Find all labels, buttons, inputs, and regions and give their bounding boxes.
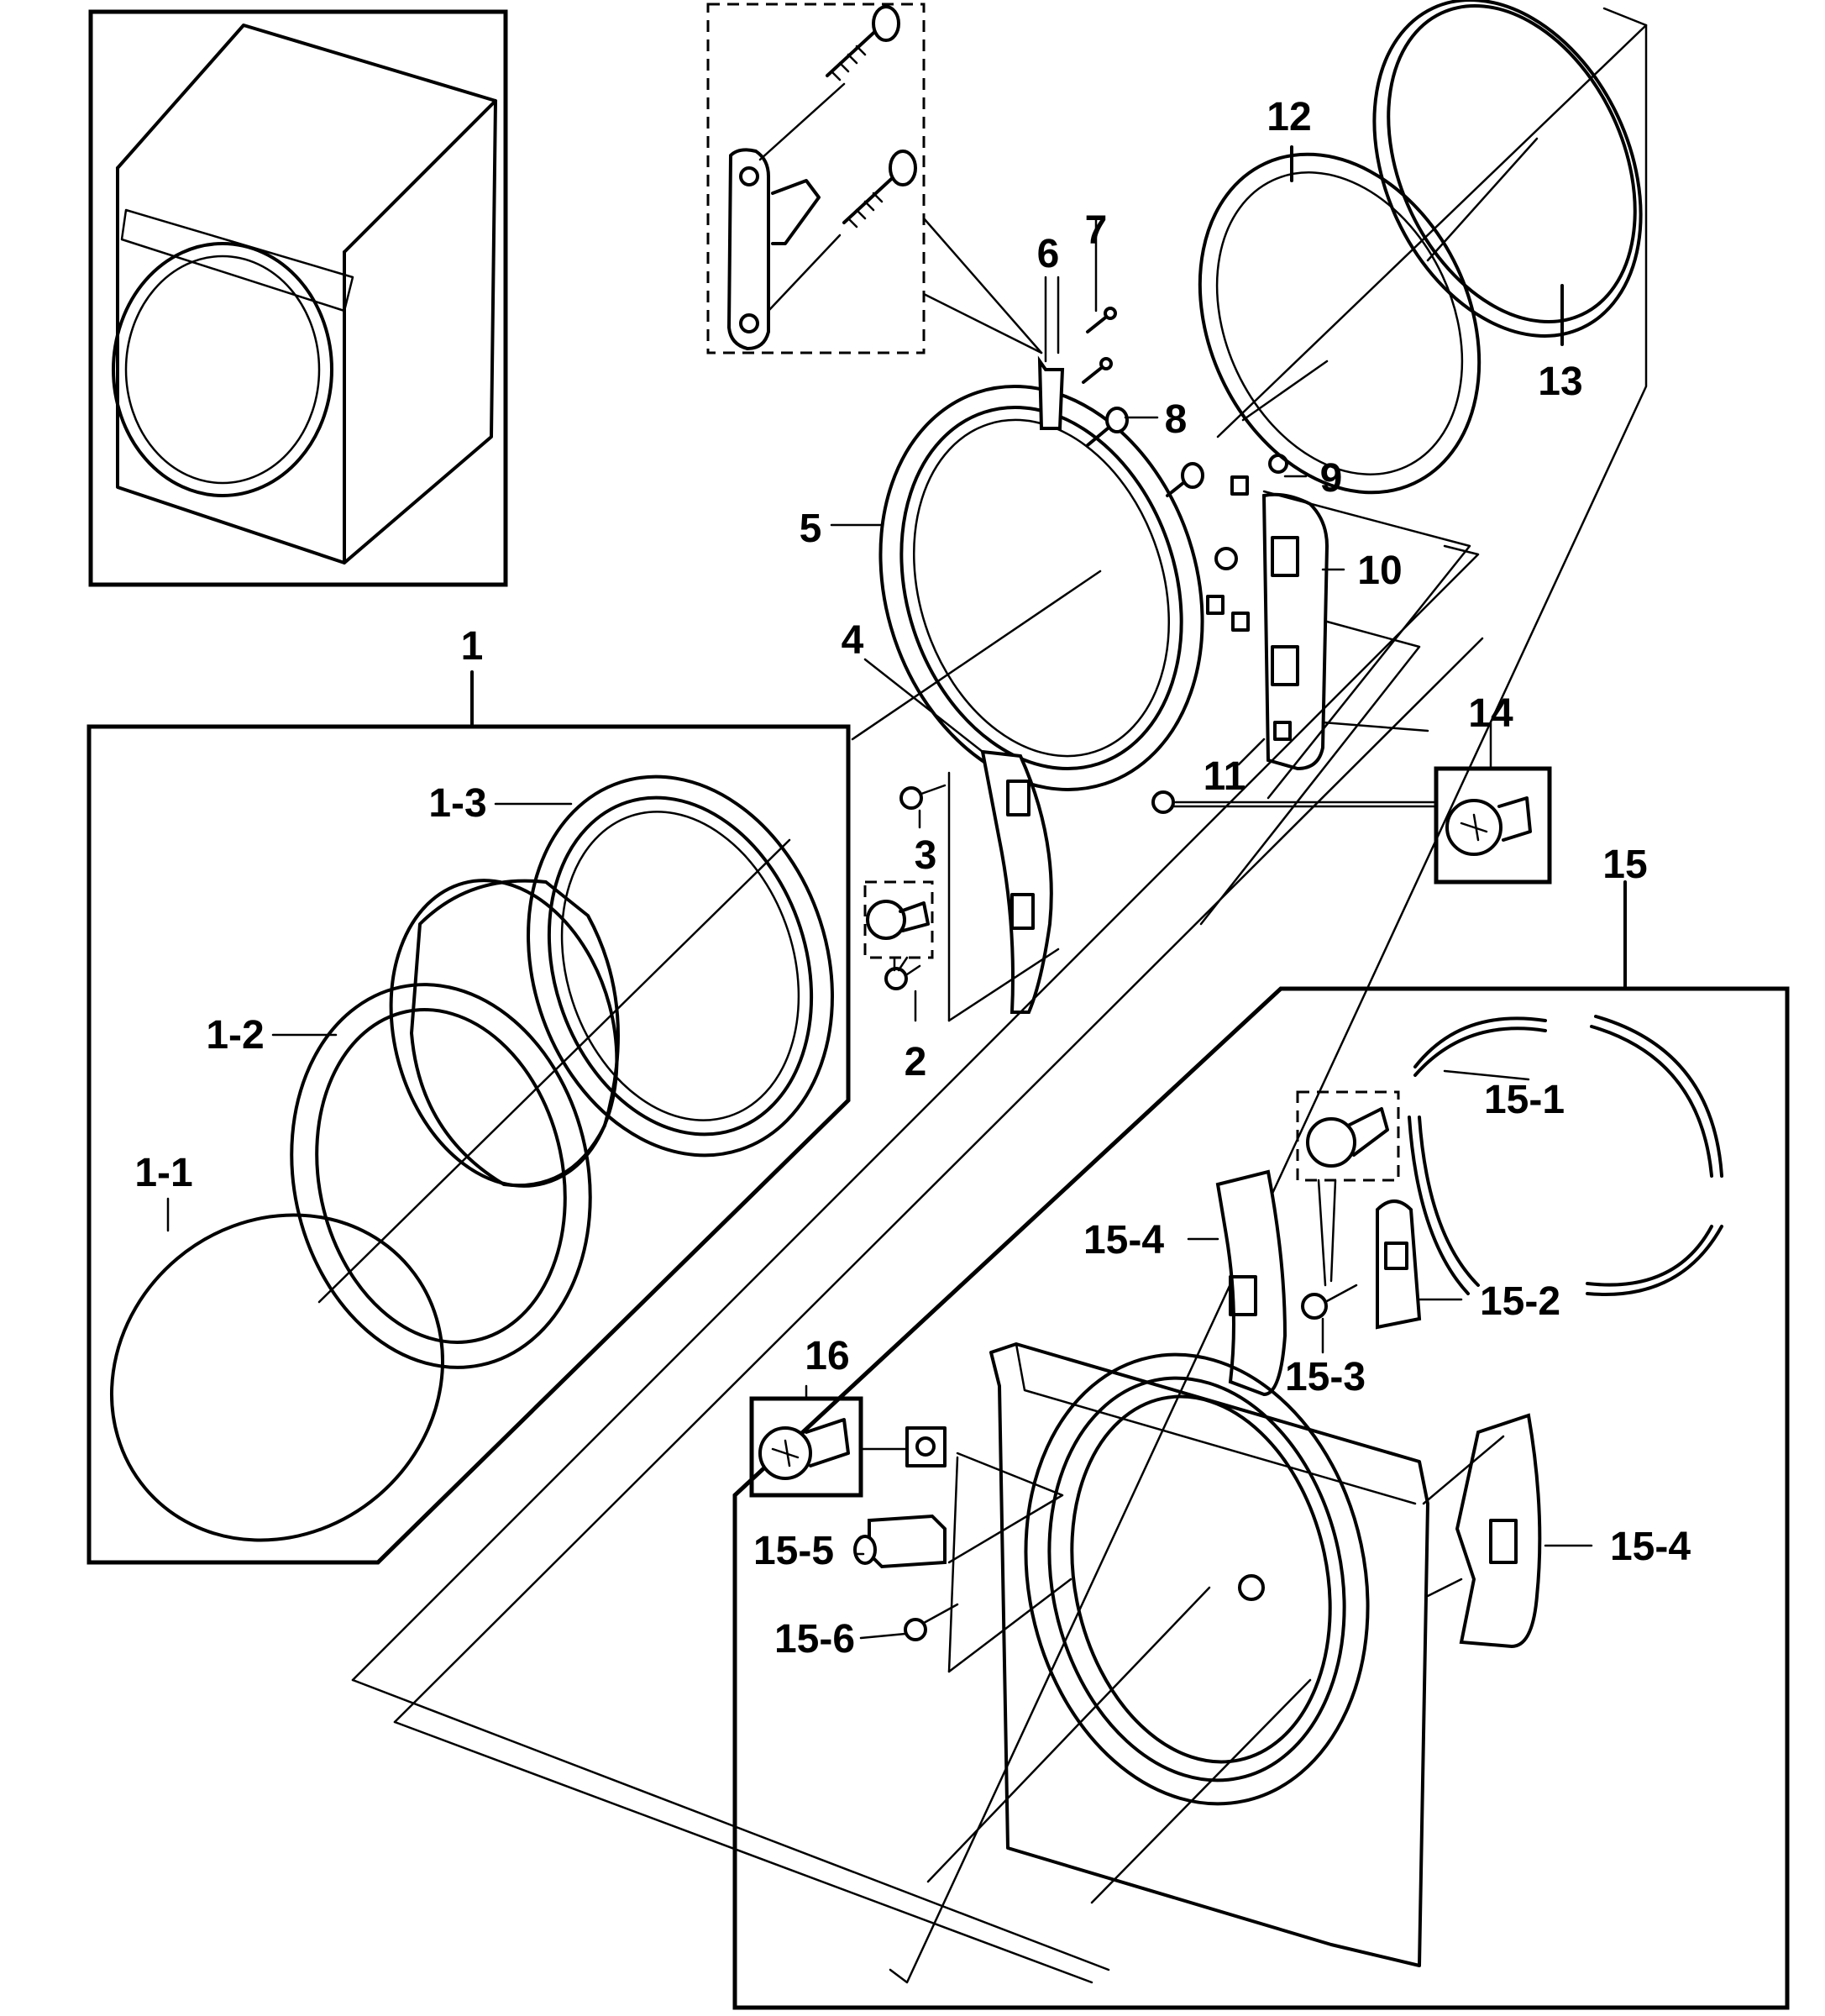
door-assembly-group (87, 670, 851, 1565)
hinge-detail-inset (706, 3, 1043, 354)
front-panel-group (732, 880, 1790, 2010)
label-leader-lines (166, 218, 1593, 1640)
label-15-5: 15-5 (753, 1529, 834, 1573)
hinge-bracket-part-10 (1151, 454, 1471, 926)
label-1-1: 1-1 (134, 1151, 192, 1195)
label-1: 1 (461, 624, 484, 669)
assembly-outline-lines (351, 7, 1648, 1984)
label-1-2: 1-2 (206, 1013, 264, 1058)
window-glass-and-gasket (1198, 0, 1643, 495)
label-5: 5 (800, 507, 822, 551)
label-15-2: 15-2 (1480, 1279, 1560, 1324)
label-6: 6 (1037, 232, 1060, 276)
screw-callout-16 (749, 1396, 909, 1498)
label-9: 9 (1320, 456, 1343, 501)
door-hinge-part-4 (863, 658, 1060, 1022)
label-13: 13 (1538, 360, 1582, 404)
label-7: 7 (1085, 208, 1108, 253)
label-1-3: 1-3 (428, 781, 486, 826)
label-3: 3 (915, 833, 937, 878)
label-11: 11 (1204, 754, 1246, 799)
label-12: 12 (1266, 95, 1311, 139)
screw-callout-14 (1170, 766, 1552, 885)
callout-labels: 1 1-1 1-2 1-3 2 3 4 5 6 7 8 9 10 11 12 1… (134, 95, 1691, 1662)
label-15-6: 15-6 (774, 1617, 855, 1662)
label-15: 15 (1602, 843, 1647, 887)
dryer-overview-thumbnail (88, 9, 508, 587)
label-2: 2 (905, 1040, 927, 1084)
label-15-4-top: 15-4 (1083, 1218, 1164, 1263)
label-10: 10 (1357, 549, 1402, 593)
label-14: 14 (1468, 691, 1513, 736)
label-15-1: 15-1 (1484, 1078, 1565, 1122)
label-15-3: 15-3 (1285, 1355, 1366, 1399)
label-16: 16 (805, 1334, 849, 1378)
label-15-4-bottom: 15-4 (1610, 1525, 1691, 1569)
label-8: 8 (1165, 397, 1188, 442)
label-4: 4 (842, 618, 864, 663)
inner-door-frame (851, 276, 1204, 791)
